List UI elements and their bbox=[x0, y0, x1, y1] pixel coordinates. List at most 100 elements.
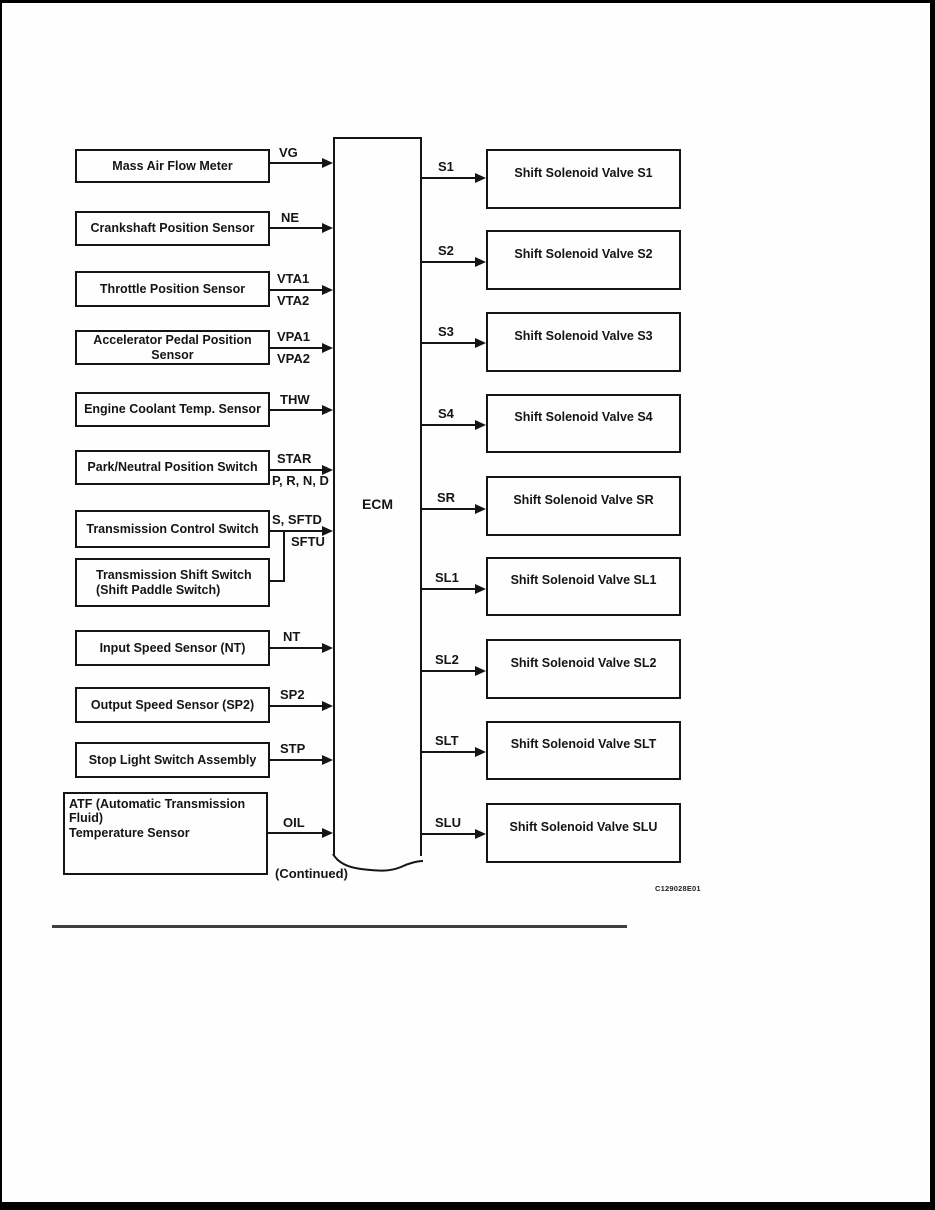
signal-label-slu: SLU bbox=[435, 815, 461, 830]
signal-label-sftu: SFTU bbox=[291, 534, 325, 549]
node-label: Shift Solenoid Valve SLU bbox=[509, 819, 658, 834]
wire-sftd bbox=[270, 530, 322, 532]
node-crankshaft-position-sensor: Crankshaft Position Sensor bbox=[75, 211, 270, 246]
continued-note: (Continued) bbox=[275, 866, 348, 881]
signal-label-vpa1: VPA1 bbox=[277, 329, 310, 344]
arrowhead-icon bbox=[322, 755, 333, 765]
node-shift-solenoid-valve-s4: Shift Solenoid Valve S4 bbox=[486, 394, 681, 453]
node-label: Engine Coolant Temp. Sensor bbox=[84, 402, 261, 417]
arrowhead-icon bbox=[322, 643, 333, 653]
wire-star bbox=[270, 469, 322, 471]
wire-slu bbox=[420, 833, 476, 835]
signal-label-nt: NT bbox=[283, 629, 301, 644]
node-shift-solenoid-valve-s1: Shift Solenoid Valve S1 bbox=[486, 149, 681, 209]
arrowhead-icon bbox=[322, 223, 333, 233]
wire-s2 bbox=[420, 261, 476, 263]
node-atf-temperature-sensor: ATF (Automatic Transmission Fluid) Tempe… bbox=[63, 792, 268, 875]
node-label: Shift Solenoid Valve SLT bbox=[510, 737, 657, 752]
arrowhead-icon bbox=[475, 420, 486, 430]
arrowhead-icon bbox=[322, 158, 333, 168]
signal-label-sl2: SL2 bbox=[435, 652, 459, 667]
page-border-left bbox=[0, 0, 2, 1210]
node-shift-solenoid-valve-sl2: Shift Solenoid Valve SL2 bbox=[486, 639, 681, 699]
node-park-neutral-position-switch: Park/Neutral Position Switch bbox=[75, 450, 270, 485]
node-output-speed-sensor: Output Speed Sensor (SP2) bbox=[75, 687, 270, 723]
node-label: Shift Solenoid Valve S2 bbox=[514, 246, 653, 261]
arrowhead-icon bbox=[322, 405, 333, 415]
node-label-line2: (Shift Paddle Switch) bbox=[96, 582, 221, 597]
node-accelerator-pedal-position-sensor: Accelerator Pedal Position Sensor bbox=[75, 330, 270, 365]
node-label: Park/Neutral Position Switch bbox=[87, 460, 258, 475]
wire-sp2 bbox=[270, 705, 322, 707]
arrowhead-icon bbox=[475, 666, 486, 676]
wire-sl2 bbox=[420, 670, 476, 672]
ecm-wavy-bottom-edge bbox=[332, 853, 424, 872]
signal-label-sr: SR bbox=[437, 490, 456, 505]
signal-label-vg: VG bbox=[279, 145, 298, 160]
node-label: Input Speed Sensor (NT) bbox=[99, 640, 246, 655]
arrowhead-icon bbox=[322, 828, 333, 838]
wire-s3 bbox=[420, 342, 476, 344]
node-mass-air-flow-meter: Mass Air Flow Meter bbox=[75, 149, 270, 183]
wire-vta bbox=[270, 289, 322, 291]
signal-label-s4: S4 bbox=[438, 406, 454, 421]
wire-sr bbox=[420, 508, 476, 510]
page-border-top bbox=[0, 0, 935, 3]
arrowhead-icon bbox=[475, 747, 486, 757]
node-shift-solenoid-valve-s3: Shift Solenoid Valve S3 bbox=[486, 312, 681, 372]
wire-oil bbox=[268, 832, 322, 834]
wire-slt bbox=[420, 751, 476, 753]
signal-label-sp2: SP2 bbox=[280, 687, 305, 702]
node-label: Crankshaft Position Sensor bbox=[90, 221, 255, 236]
signal-label-s2: S2 bbox=[438, 243, 454, 258]
node-label: Throttle Position Sensor bbox=[99, 281, 246, 296]
arrowhead-icon bbox=[475, 257, 486, 267]
arrowhead-icon bbox=[322, 701, 333, 711]
arrowhead-icon bbox=[322, 465, 333, 475]
node-label: Accelerator Pedal Position Sensor bbox=[93, 333, 252, 362]
signal-label-slt: SLT bbox=[435, 733, 459, 748]
node-label: Shift Solenoid Valve SL1 bbox=[510, 573, 657, 588]
wire-sftu-riser bbox=[283, 531, 285, 582]
signal-label-sl1: SL1 bbox=[435, 570, 459, 585]
node-label: Shift Solenoid Valve SR bbox=[513, 492, 654, 507]
signal-label-oil: OIL bbox=[283, 815, 305, 830]
arrowhead-icon bbox=[475, 504, 486, 514]
node-throttle-position-sensor: Throttle Position Sensor bbox=[75, 271, 270, 307]
ecm-label: ECM bbox=[361, 496, 394, 512]
node-transmission-shift-switch: Transmission Shift Switch (Shift Paddle … bbox=[75, 558, 270, 607]
wire-nt bbox=[270, 647, 322, 649]
signal-label-thw: THW bbox=[280, 392, 310, 407]
arrowhead-icon bbox=[322, 343, 333, 353]
ecm-box bbox=[333, 137, 422, 856]
arrowhead-icon bbox=[322, 285, 333, 295]
wire-s4 bbox=[420, 424, 476, 426]
signal-label-star: STAR bbox=[277, 451, 312, 466]
page-border-bottom bbox=[0, 1202, 935, 1210]
signal-label-prnd: P, R, N, D bbox=[272, 473, 329, 488]
node-shift-solenoid-valve-slu: Shift Solenoid Valve SLU bbox=[486, 803, 681, 863]
node-label: Output Speed Sensor (SP2) bbox=[90, 697, 255, 712]
arrowhead-icon bbox=[475, 584, 486, 594]
node-label-line2: Temperature Sensor bbox=[69, 825, 190, 840]
node-engine-coolant-temp-sensor: Engine Coolant Temp. Sensor bbox=[75, 392, 270, 427]
signal-label-s1: S1 bbox=[438, 159, 454, 174]
node-label: Shift Solenoid Valve S3 bbox=[514, 328, 653, 343]
node-stop-light-switch-assembly: Stop Light Switch Assembly bbox=[75, 742, 270, 778]
node-shift-solenoid-valve-s2: Shift Solenoid Valve S2 bbox=[486, 230, 681, 290]
node-label: Shift Solenoid Valve S4 bbox=[514, 410, 653, 425]
node-shift-solenoid-valve-sl1: Shift Solenoid Valve SL1 bbox=[486, 557, 681, 616]
wire-vg bbox=[270, 162, 322, 164]
wire-sl1 bbox=[420, 588, 476, 590]
signal-label-vpa2: VPA2 bbox=[277, 351, 310, 366]
signal-label-ne: NE bbox=[281, 210, 300, 225]
wire-stp bbox=[270, 759, 322, 761]
node-label: Shift Solenoid Valve SL2 bbox=[510, 655, 657, 670]
node-transmission-control-switch: Transmission Control Switch bbox=[75, 510, 270, 548]
wire-vpa bbox=[270, 347, 322, 349]
node-input-speed-sensor: Input Speed Sensor (NT) bbox=[75, 630, 270, 666]
node-label: Transmission Control Switch bbox=[86, 521, 259, 536]
node-label: Shift Solenoid Valve S1 bbox=[514, 165, 653, 180]
wire-ne bbox=[270, 227, 322, 229]
